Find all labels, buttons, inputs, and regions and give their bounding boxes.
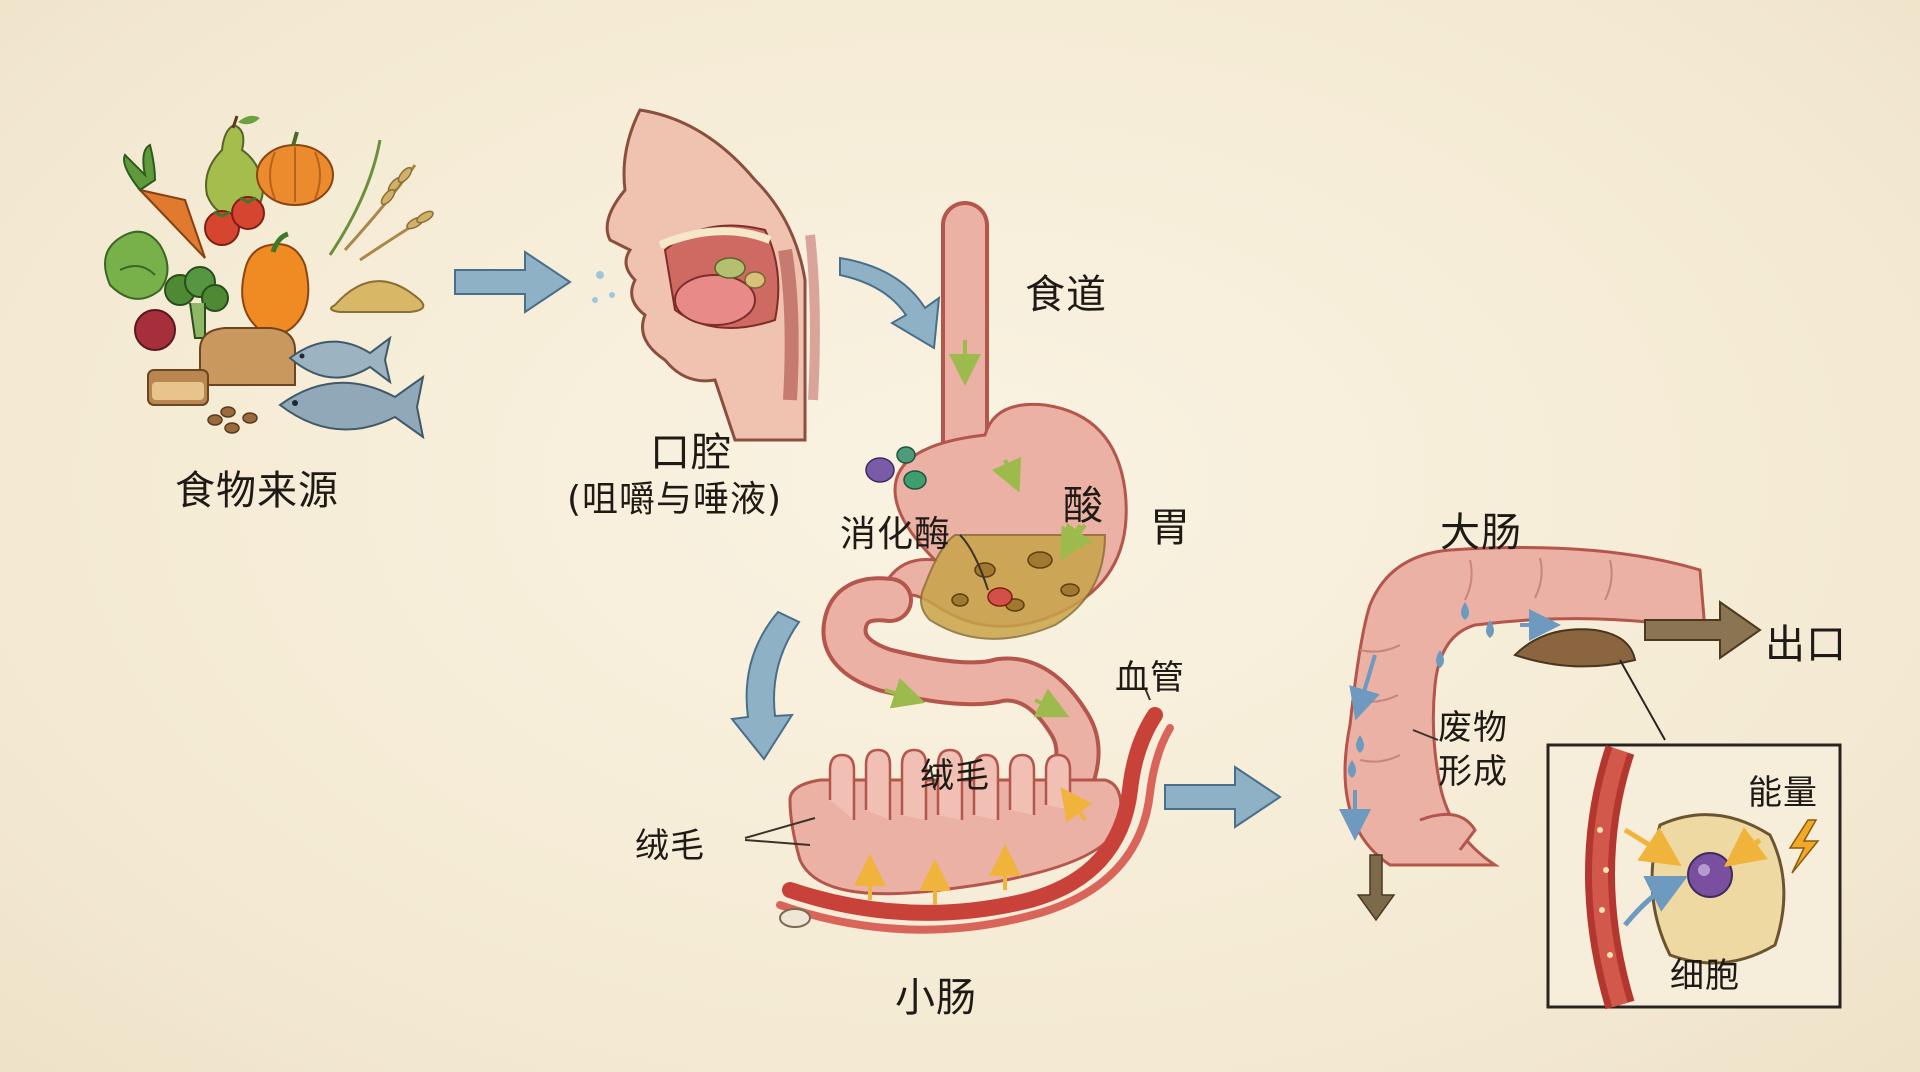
colon-icon bbox=[1339, 546, 1762, 922]
beans-icon bbox=[207, 406, 258, 434]
acid-arrow bbox=[1060, 522, 1093, 558]
arrow-stomach-to-intestine bbox=[730, 610, 801, 761]
label-esophagus: 食道 bbox=[1025, 272, 1107, 318]
label-stomach: 胃 bbox=[1150, 505, 1191, 551]
villi-pointer-left bbox=[744, 817, 816, 846]
vessel-pointer bbox=[1144, 687, 1151, 701]
label-villi-top: 绒毛 bbox=[920, 756, 990, 796]
stomach-icon bbox=[864, 201, 1128, 640]
tomato-icon bbox=[204, 196, 265, 246]
label-cell: 细胞 bbox=[1670, 956, 1740, 996]
villi-icon bbox=[744, 576, 1174, 934]
bell-pepper-icon bbox=[241, 231, 310, 335]
arrow-exit bbox=[1644, 600, 1762, 660]
arrow-small-to-large bbox=[1164, 765, 1282, 829]
villi-pointer-top bbox=[929, 764, 936, 791]
blood-vessel bbox=[782, 707, 1163, 921]
label-exit: 出口 bbox=[1765, 622, 1847, 668]
cell-energy-icon bbox=[1546, 659, 1842, 1010]
flow-arrows bbox=[454, 250, 1282, 829]
mouth-cross-section-icon bbox=[592, 108, 820, 442]
bread-icon bbox=[147, 327, 296, 406]
label-energy: 能量 bbox=[1748, 773, 1818, 813]
pumpkin-icon bbox=[256, 131, 334, 206]
stomach-contents bbox=[920, 534, 1107, 640]
food-group-icon bbox=[104, 115, 434, 440]
label-small-intestine: 小肠 bbox=[895, 975, 977, 1021]
enzyme-pointer bbox=[959, 534, 989, 591]
lettuce-icon bbox=[104, 230, 169, 300]
waste-pointer bbox=[1412, 729, 1439, 741]
broccoli-icon bbox=[164, 266, 229, 339]
fish-icon bbox=[278, 335, 425, 440]
wheat-icon bbox=[328, 139, 434, 262]
label-mouth-note: (咀嚼与唾液) bbox=[567, 479, 783, 520]
lightning-icon bbox=[1788, 819, 1820, 874]
arrow-food-to-mouth bbox=[454, 250, 572, 314]
label-villi-left: 绒毛 bbox=[635, 826, 705, 866]
label-large-intestine: 大肠 bbox=[1440, 510, 1522, 556]
label-waste-formation: 废物 形成 bbox=[1438, 708, 1508, 792]
colon-down-arrow bbox=[1356, 854, 1396, 922]
grain-pile-icon bbox=[330, 280, 425, 313]
label-enzymes: 消化酶 bbox=[840, 514, 952, 555]
inset-connector bbox=[1619, 659, 1666, 741]
label-acid: 酸 bbox=[1063, 483, 1104, 529]
label-mouth: 口腔 bbox=[650, 430, 732, 476]
onion-icon bbox=[134, 309, 176, 351]
carrot-icon bbox=[123, 143, 206, 259]
enzyme-blobs-icon bbox=[865, 446, 927, 490]
waste-mass bbox=[1513, 628, 1637, 668]
arrow-mouth-to-esophagus bbox=[839, 256, 941, 350]
label-food-source: 食物来源 bbox=[175, 468, 339, 514]
label-blood-vessel: 血管 bbox=[1115, 658, 1185, 698]
